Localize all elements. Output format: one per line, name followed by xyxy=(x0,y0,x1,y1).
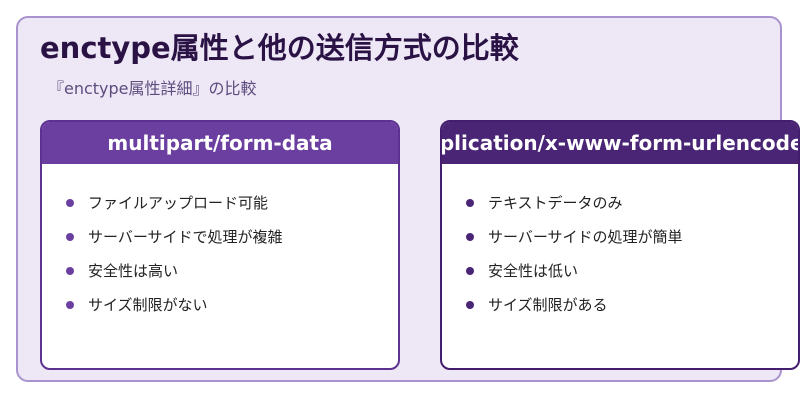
list-item: サイズ制限がある xyxy=(442,288,798,322)
bullet-icon xyxy=(466,199,474,207)
page-title: enctype属性と他の送信方式の比較 xyxy=(40,31,519,65)
feature-list-urlencoded: テキストデータのみ サーバーサイドの処理が簡単 安全性は低い サイズ制限がある xyxy=(442,164,798,322)
list-item-label: サーバーサイドで処理が複雑 xyxy=(88,228,283,246)
list-item-label: 安全性は高い xyxy=(88,262,179,280)
bullet-icon xyxy=(466,267,474,275)
list-item: テキストデータのみ xyxy=(442,186,798,220)
list-item: サイズ制限がない xyxy=(42,288,398,322)
bullet-icon xyxy=(466,301,474,309)
page-subtitle: 『enctype属性詳細』の比較 xyxy=(48,79,257,98)
list-item: 安全性は低い xyxy=(442,254,798,288)
list-item: サーバーサイドで処理が複雑 xyxy=(42,220,398,254)
bullet-icon xyxy=(466,233,474,241)
list-item: 安全性は高い xyxy=(42,254,398,288)
list-item-label: サイズ制限がある xyxy=(488,296,608,314)
list-item-label: サーバーサイドの処理が簡単 xyxy=(488,228,683,246)
card-multipart-form-data: multipart/form-data ファイルアップロード可能 サーバーサイド… xyxy=(40,120,400,370)
card-header-urlencoded: application/x-www-form-urlencoded xyxy=(442,122,798,164)
list-item-label: 安全性は低い xyxy=(488,262,579,280)
list-item-label: サイズ制限がない xyxy=(88,296,208,314)
list-item: ファイルアップロード可能 xyxy=(42,186,398,220)
list-item-label: テキストデータのみ xyxy=(488,194,623,212)
card-header-multipart: multipart/form-data xyxy=(42,122,398,164)
list-item: サーバーサイドの処理が簡単 xyxy=(442,220,798,254)
bullet-icon xyxy=(66,267,74,275)
feature-list-multipart: ファイルアップロード可能 サーバーサイドで処理が複雑 安全性は高い サイズ制限が… xyxy=(42,164,398,322)
card-urlencoded: application/x-www-form-urlencoded テキストデー… xyxy=(440,120,800,370)
bullet-icon xyxy=(66,199,74,207)
bullet-icon xyxy=(66,301,74,309)
list-item-label: ファイルアップロード可能 xyxy=(88,194,269,212)
bullet-icon xyxy=(66,233,74,241)
